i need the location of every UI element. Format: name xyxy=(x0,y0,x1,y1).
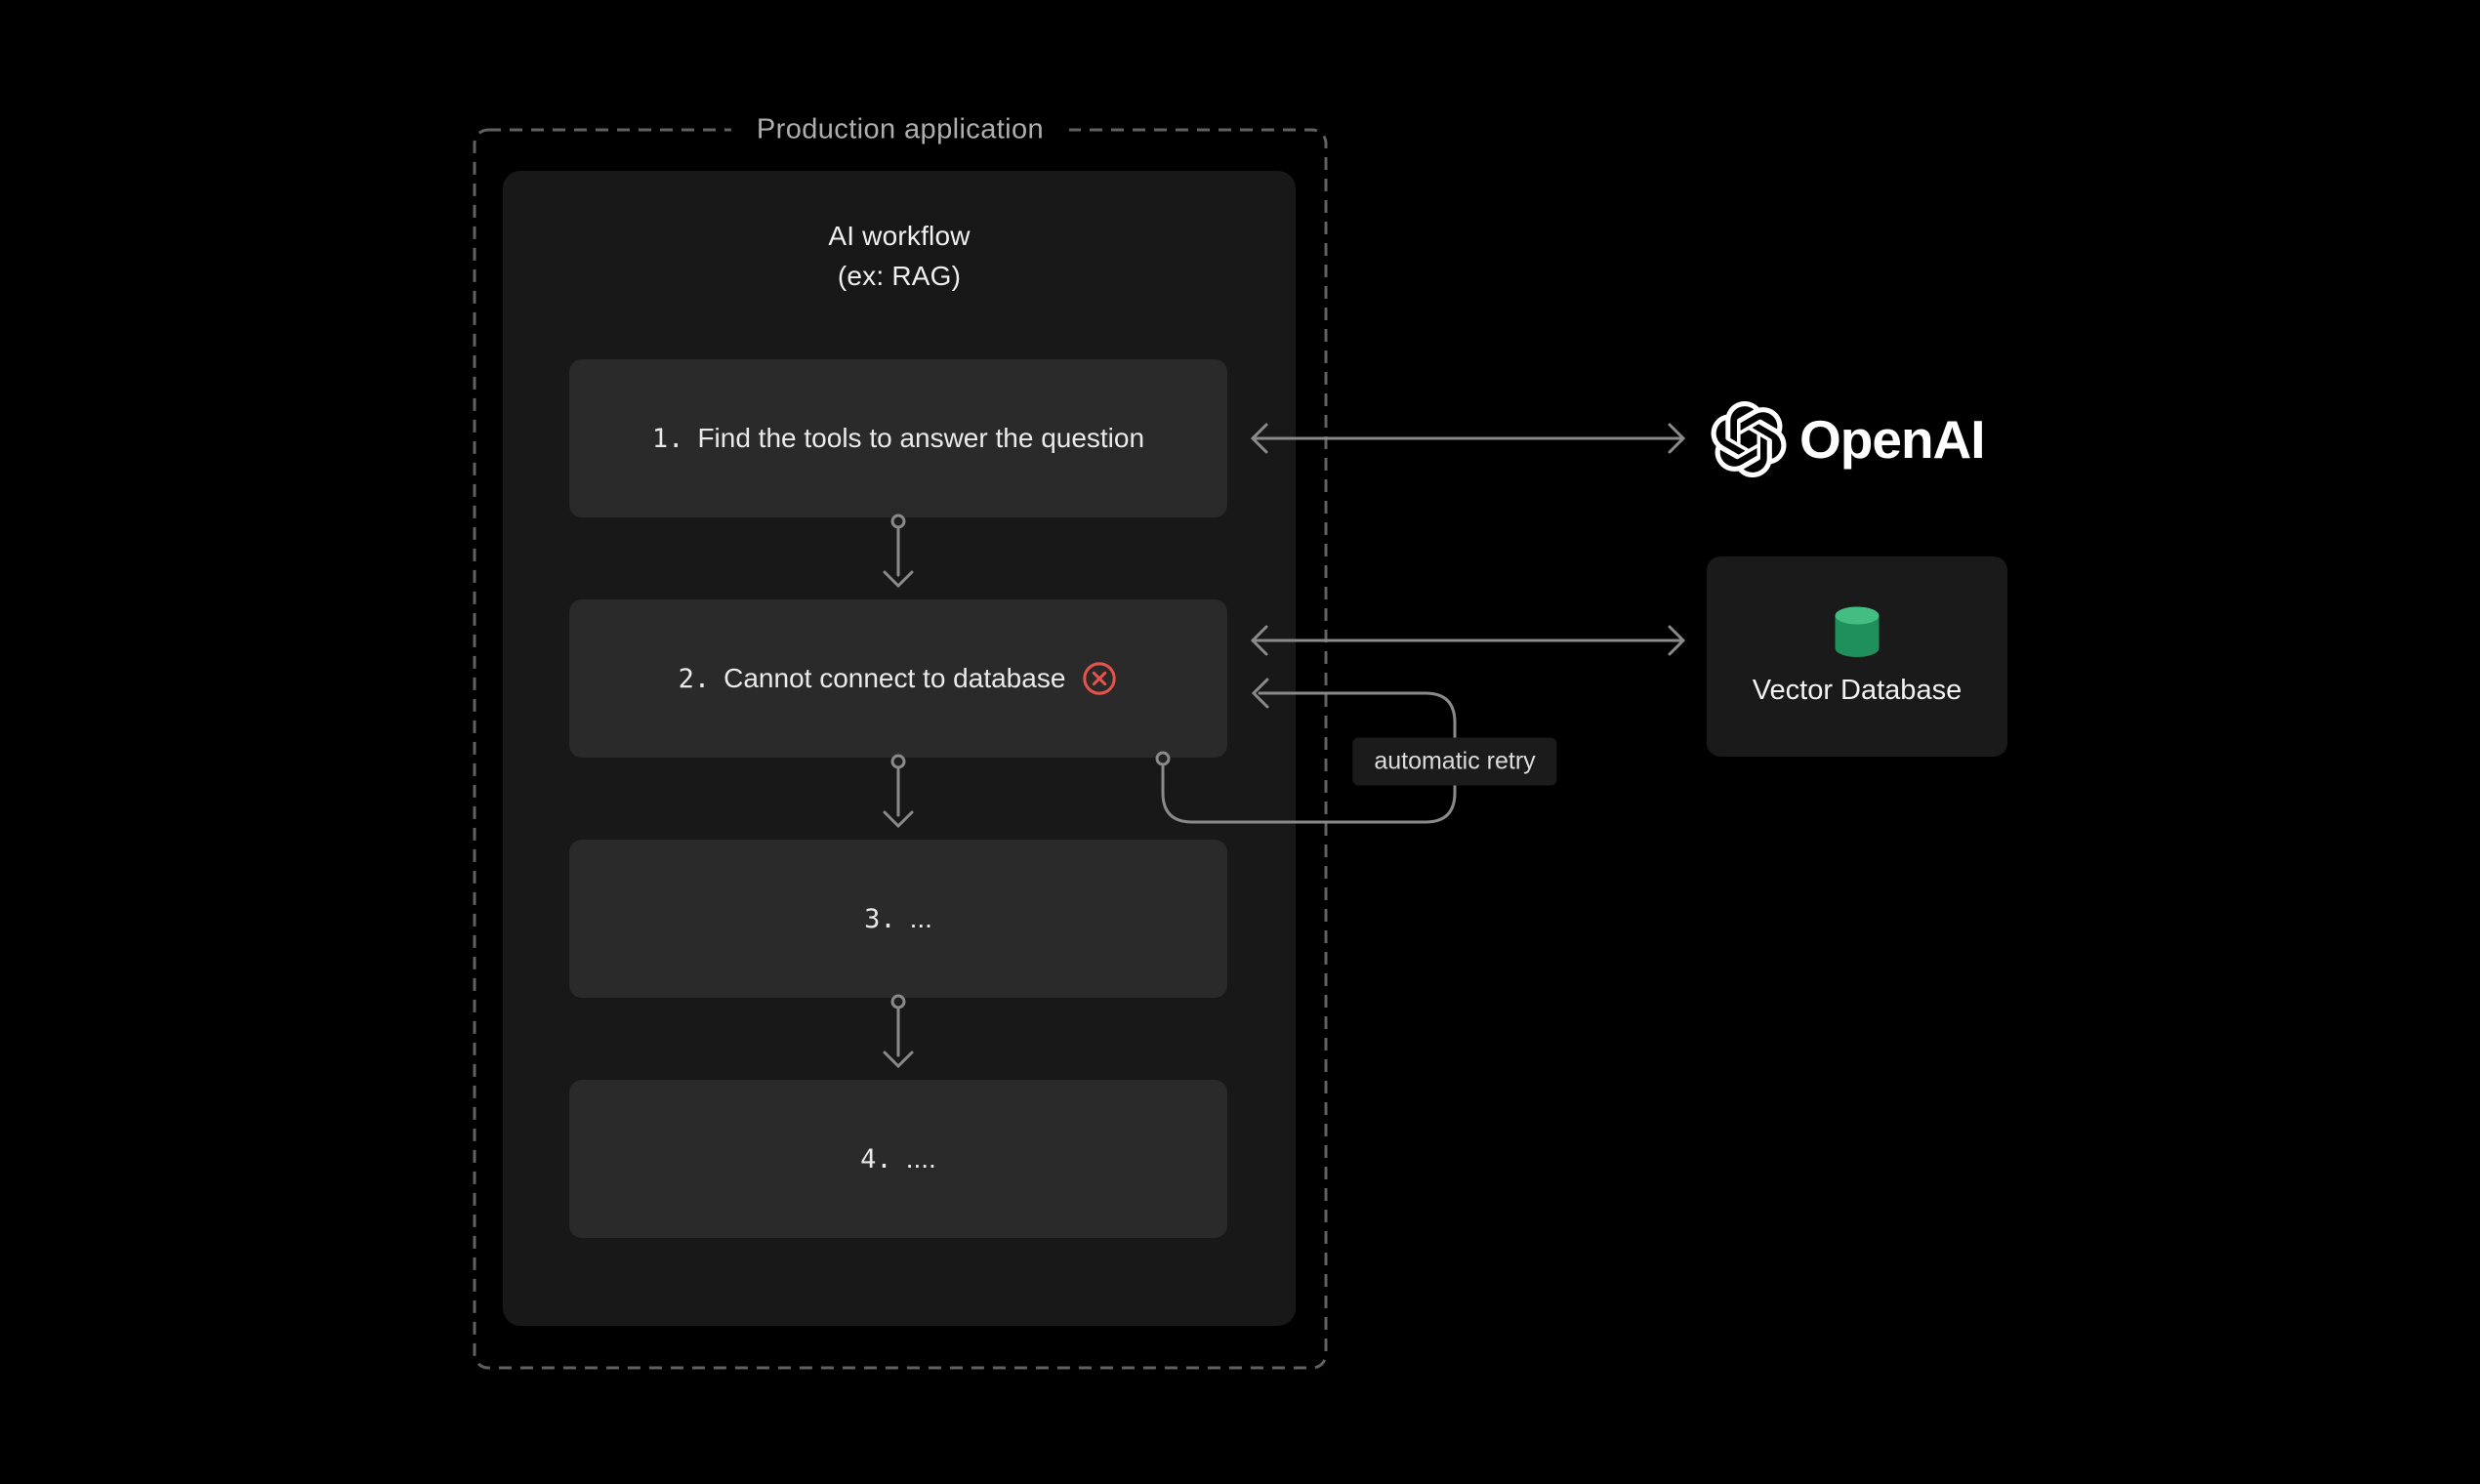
workflow-title-line1: AI workflow xyxy=(828,221,971,251)
vector-database-card: Vector Database xyxy=(1707,556,2007,757)
workflow-step-3: 3. ... xyxy=(569,840,1227,998)
vector-database-label: Vector Database xyxy=(1752,675,1963,706)
step-label: Cannot connect to database xyxy=(723,663,1066,693)
step-number: 3. xyxy=(864,903,896,934)
workflow-step-2: 2. Cannot connect to database xyxy=(569,599,1227,758)
step-number: 2. xyxy=(678,663,711,694)
automatic-retry-label: automatic retry xyxy=(1352,737,1557,786)
database-cylinder-icon xyxy=(1835,606,1880,657)
workflow-title-line2: (ex: RAG) xyxy=(837,260,962,291)
step-label: Find the tools to answer the question xyxy=(697,423,1145,453)
workflow-step-1: 1. Find the tools to answer the question xyxy=(569,359,1227,517)
step-number: 1. xyxy=(651,423,684,454)
workflow-title: AI workflow (ex: RAG) xyxy=(503,217,1296,296)
openai-logo: OpenAI xyxy=(1711,396,1986,482)
circle-x-icon xyxy=(1081,660,1118,697)
openai-logo-icon xyxy=(1711,401,1787,477)
step-label: ... xyxy=(909,903,932,933)
arrow-step2-vectordb xyxy=(1250,625,1686,656)
step-label: .... xyxy=(905,1143,936,1174)
workflow-step-4: 4. .... xyxy=(569,1080,1227,1238)
production-application-label: Production application xyxy=(730,109,1070,150)
arrow-step1-openai xyxy=(1250,423,1686,454)
step-number: 4. xyxy=(860,1143,892,1175)
openai-wordmark: OpenAI xyxy=(1799,409,1986,470)
